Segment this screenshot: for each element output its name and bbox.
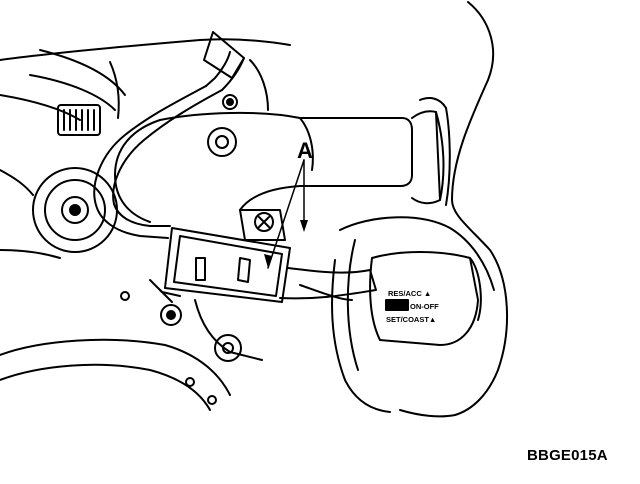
callout-arrowheads: [264, 220, 308, 268]
switch-label-group: RES/ACC ▲ ON-OFF SET/COAST▲: [386, 289, 439, 324]
callout-label: A: [297, 138, 313, 163]
switch-bracket: [239, 209, 286, 241]
wire-harness: [93, 31, 245, 239]
res-acc-label: RES/ACC ▲: [388, 289, 431, 298]
lower-bolt: [214, 334, 242, 362]
small-screw-1: [120, 291, 130, 301]
on-off-label: ON-OFF: [410, 302, 439, 311]
left-boss: [32, 167, 118, 253]
callout-leader: [267, 159, 305, 269]
rim-inner-edge: [339, 216, 495, 291]
small-screw-4: [207, 395, 217, 405]
nameplate: [57, 104, 101, 136]
cruise-switch-body: [149, 227, 291, 326]
remote-switch-pod: [369, 251, 482, 346]
figure-code: BBGE015A: [527, 447, 608, 464]
small-screw-3: [185, 377, 195, 387]
hub-spoke: [159, 111, 413, 211]
upper-housing: [0, 38, 291, 61]
wheel-rim: [451, 1, 509, 416]
lower-spoke: [0, 338, 231, 396]
switch-strap: [279, 267, 377, 300]
hub-bolt: [207, 127, 237, 157]
set-coast-label: SET/COAST▲: [386, 315, 436, 324]
small-screw-2: [228, 100, 232, 104]
